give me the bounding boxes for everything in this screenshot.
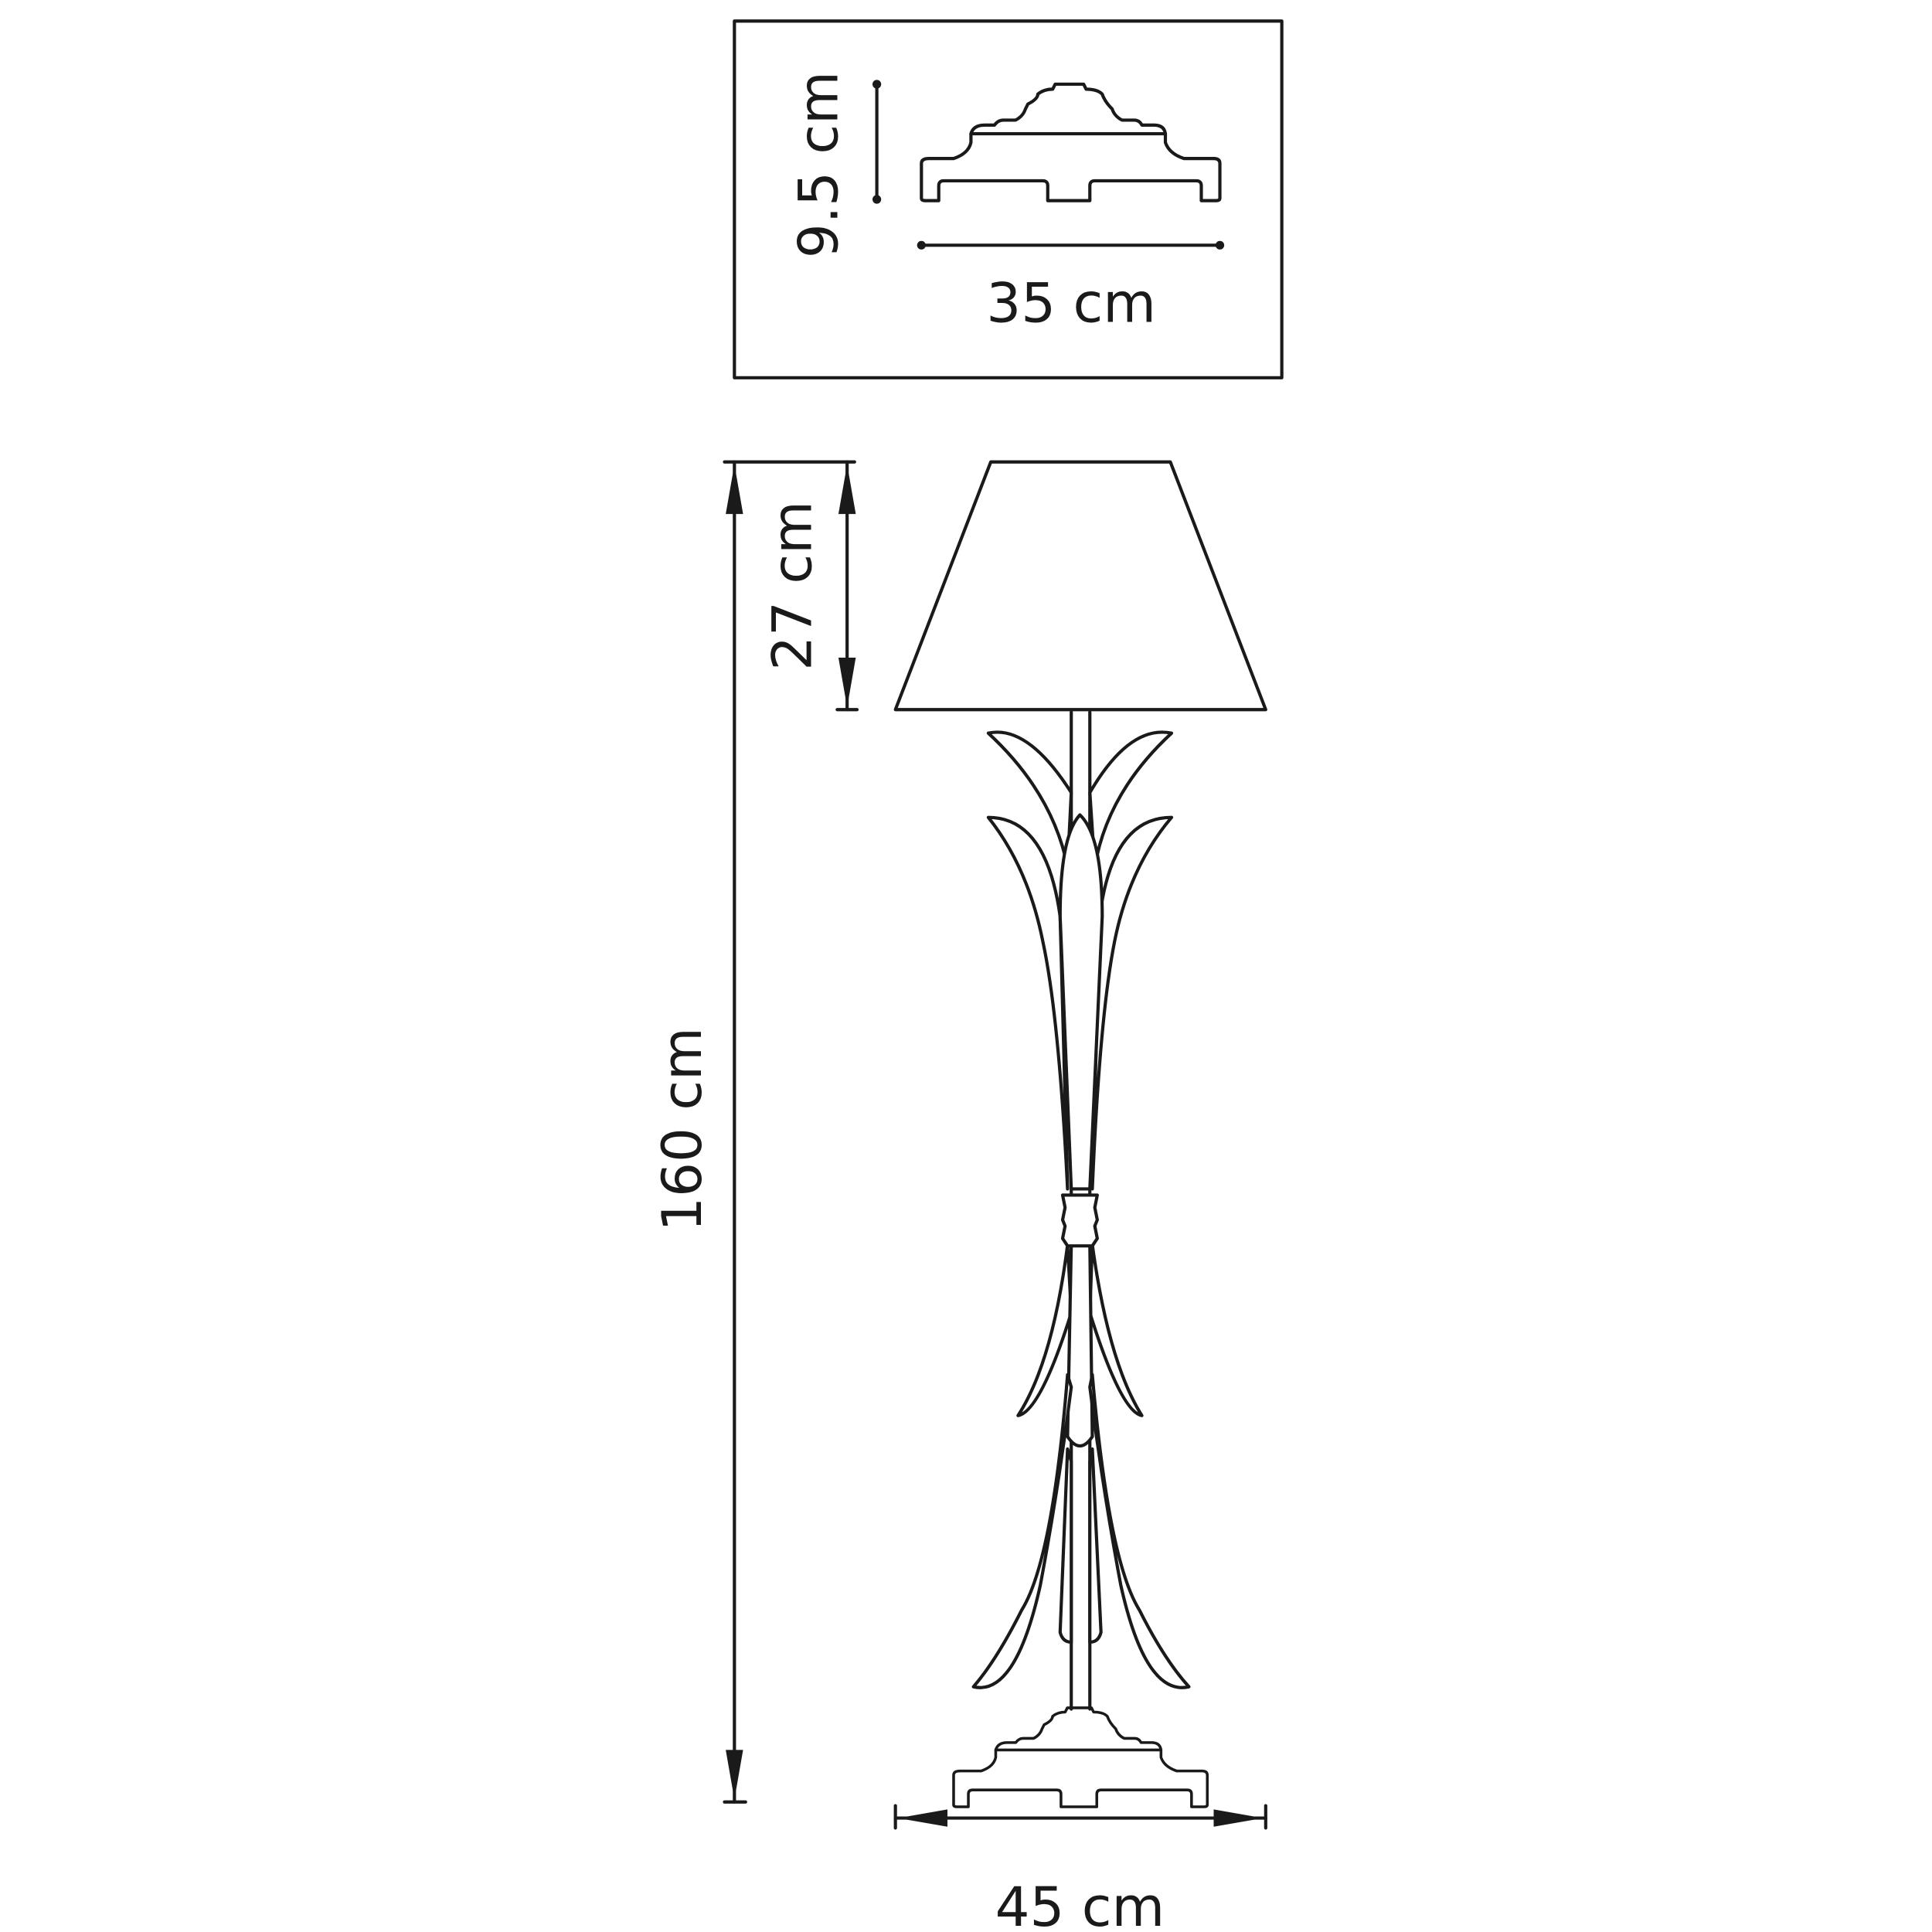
base-width-label: 35 cm	[986, 272, 1156, 335]
base-height-dimension	[872, 80, 882, 204]
shade-height-label: 27 cm	[761, 501, 825, 671]
total-height-label: 160 cm	[651, 1027, 714, 1231]
lamp-base	[952, 1706, 1209, 1808]
total-height-dimension	[723, 460, 856, 1804]
lamp-shade	[893, 460, 1267, 712]
base-width-main-label: 45 cm	[995, 1876, 1165, 1932]
base-width-dimension-main	[893, 1804, 1267, 1830]
decorative-leaves	[971, 730, 1191, 1689]
base-height-label: 9.5 cm	[787, 71, 850, 258]
base-detail-frame	[733, 19, 1284, 379]
base-width-dimension	[917, 240, 1225, 250]
shade-height-dimension	[835, 460, 859, 712]
base-detail-drawing	[921, 84, 1219, 201]
